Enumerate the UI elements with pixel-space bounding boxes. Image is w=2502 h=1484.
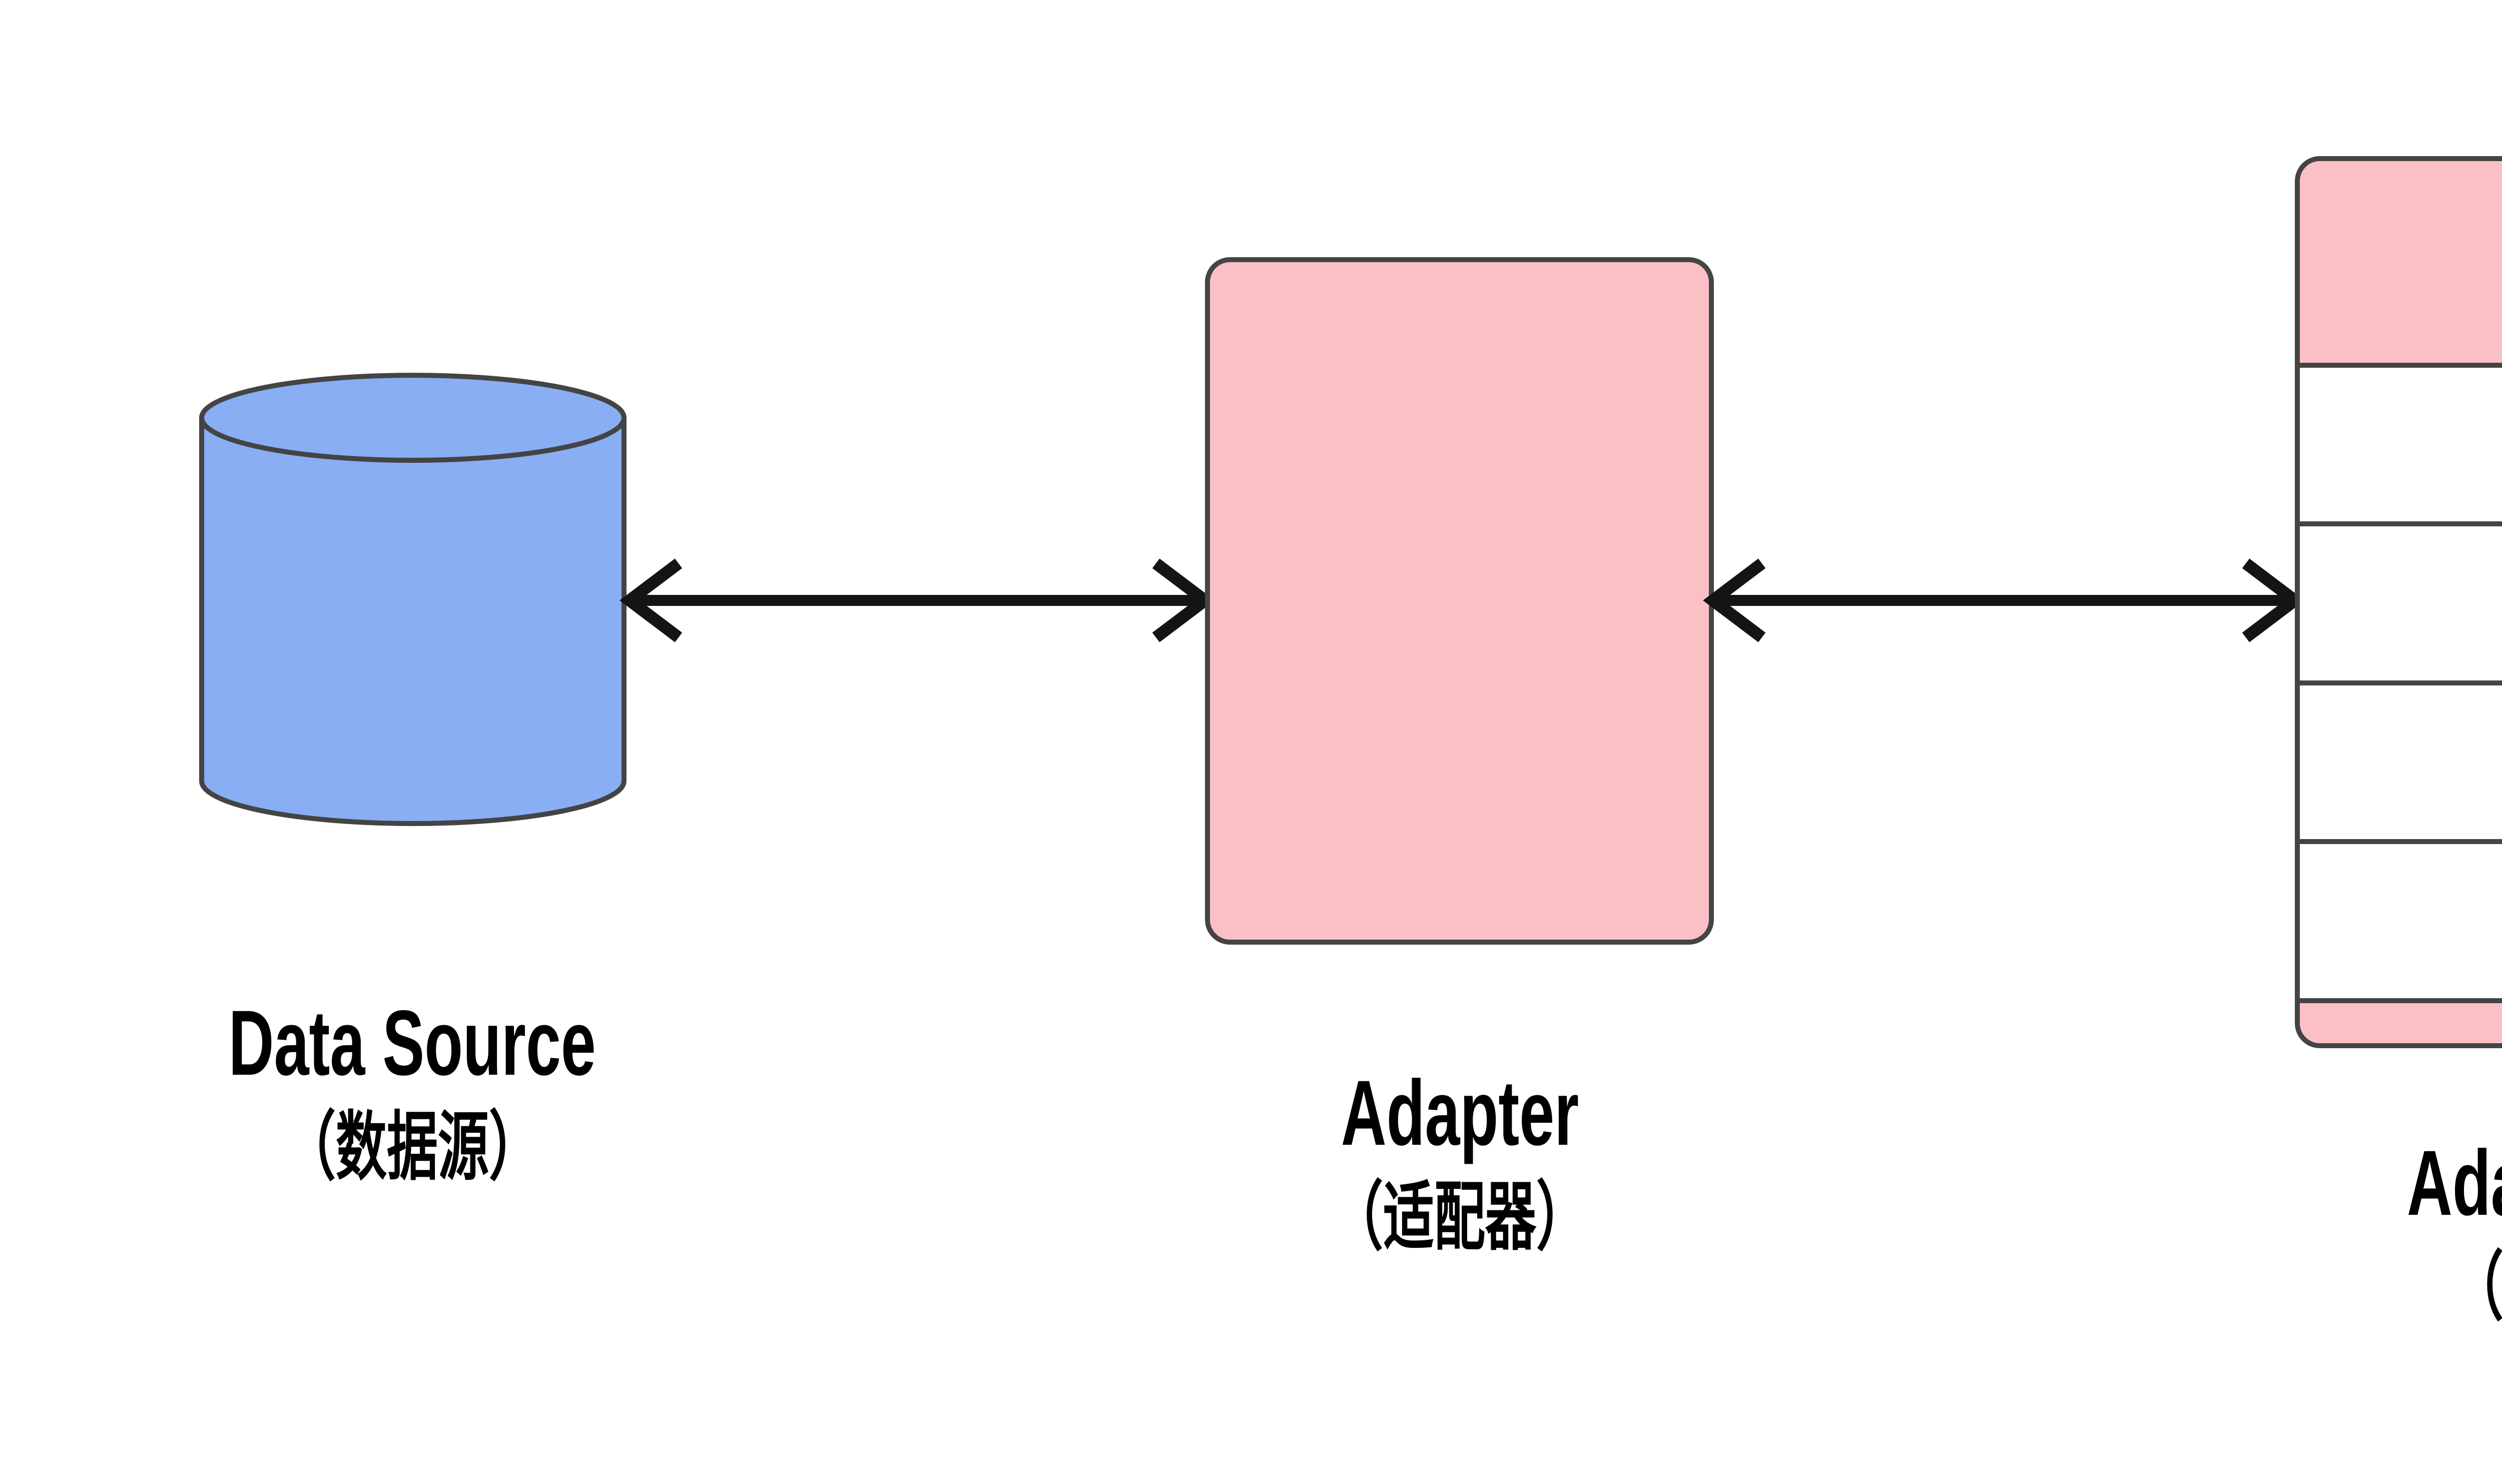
arrowhead-left [619,558,683,642]
adapter-label: Adapter （适配器） [1109,1063,1810,1264]
adapter-view-label-zh: （适配视图） [2452,1245,2502,1329]
listview-header [2297,159,2502,365]
listview-outline [2295,156,2502,1048]
arrow-datasource-adapter [619,558,1215,642]
arrowhead-left [1703,558,1766,642]
data-source-cylinder [199,373,627,826]
adapter-view-label: Adapter View （适配视图） [2255,1133,2502,1334]
data-source-label-en: Data Source [228,992,596,1095]
arrow-adapter-adapterview [1703,558,2305,642]
adapter-view-label-en: Adapter View [2406,1132,2502,1235]
adapter-label-en: Adapter [1341,1062,1579,1165]
cylinder-top [199,373,627,463]
adapter-box [1205,257,1714,945]
listview-footer [2297,1001,2502,1046]
data-source-label-zh: （数据源） [284,1105,540,1189]
data-source-label: Data Source （数据源） [62,993,763,1194]
adapter-view-list [2295,156,2502,1048]
cylinder-body [199,418,627,826]
listview-body [2297,159,2502,1046]
adapter-label-zh: （适配器） [1332,1175,1587,1259]
listview-row-lines [2297,363,2502,1003]
